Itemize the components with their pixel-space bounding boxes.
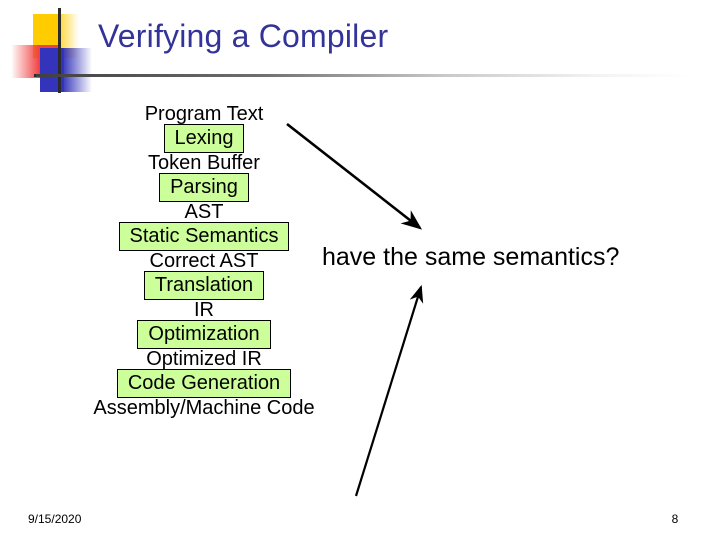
pipeline-phase-code-generation[interactable]: Code Generation — [116, 369, 292, 398]
compiler-pipeline: Program Text Lexing Token Buffer Parsing… — [30, 104, 378, 418]
pipeline-phase-translation[interactable]: Translation — [143, 271, 265, 300]
pipeline-artifact-optimized-ir: Optimized IR — [146, 348, 262, 370]
pipeline-row-optimized-ir: Optimized IR — [30, 349, 378, 369]
pipeline-row-lexing: Lexing — [30, 124, 378, 153]
pipeline-artifact-correct-ast: Correct AST — [149, 250, 259, 272]
pipeline-phase-parsing[interactable]: Parsing — [159, 173, 249, 202]
pipeline-phase-lexing[interactable]: Lexing — [163, 124, 245, 153]
semantics-question-label: have the same semantics? — [322, 243, 620, 271]
arrow-from-assembly-code — [354, 284, 424, 497]
pipeline-row-ir: IR — [30, 300, 378, 320]
pipeline-row-assembly-machine-code: Assembly/Machine Code — [30, 398, 378, 418]
arrow-from-program-text — [286, 122, 423, 230]
pipeline-artifact-program-text: Program Text — [144, 103, 264, 125]
pipeline-artifact-ir: IR — [194, 299, 214, 321]
pipeline-row-static-semantics: Static Semantics — [30, 222, 378, 251]
pipeline-artifact-assembly-machine-code: Assembly/Machine Code — [93, 397, 315, 419]
pipeline-row-parsing: Parsing — [30, 173, 378, 202]
pipeline-phase-optimization[interactable]: Optimization — [137, 320, 271, 349]
logo-vertical-line — [58, 8, 61, 93]
pipeline-artifact-ast: AST — [184, 201, 224, 223]
pipeline-row-ast: AST — [30, 202, 378, 222]
pipeline-row-program-text: Program Text — [30, 104, 378, 124]
pipeline-row-code-generation: Code Generation — [30, 369, 378, 398]
footer-page-number: 8 — [671, 512, 679, 526]
title-divider — [36, 74, 692, 77]
pipeline-artifact-token-buffer: Token Buffer — [148, 152, 260, 174]
pipeline-row-optimization: Optimization — [30, 320, 378, 349]
pipeline-row-translation: Translation — [30, 271, 378, 300]
footer-date: 9/15/2020 — [28, 512, 82, 526]
pipeline-row-correct-ast: Correct AST — [30, 251, 378, 271]
page-title: Verifying a Compiler — [98, 18, 389, 54]
pipeline-phase-static-semantics[interactable]: Static Semantics — [118, 222, 290, 251]
pipeline-row-token-buffer: Token Buffer — [30, 153, 378, 173]
decorative-logo — [0, 0, 120, 110]
